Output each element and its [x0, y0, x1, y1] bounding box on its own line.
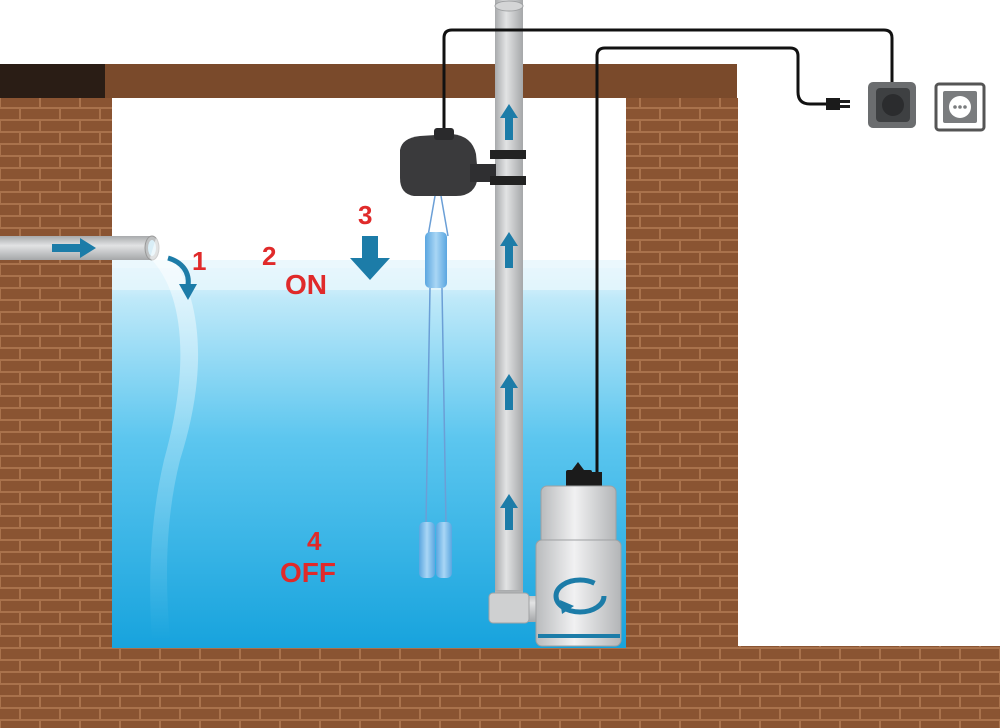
- step4-state: OFF: [280, 557, 336, 588]
- upper-float: [425, 232, 447, 288]
- inflow-stream: [150, 238, 199, 640]
- rotate-icon: [553, 577, 607, 615]
- socket-adapter: [868, 82, 916, 128]
- float-switch-controller: [400, 128, 526, 578]
- arrow-right-icon: [52, 238, 96, 258]
- right-wall: [626, 98, 738, 650]
- step2-state: ON: [285, 269, 327, 300]
- inlet-pipe: [0, 235, 160, 261]
- top-beam: [0, 64, 737, 100]
- arrow-up-icon: [500, 104, 518, 530]
- power-cables: [442, 28, 894, 482]
- submersible-pump: [535, 462, 622, 647]
- brick-walls: [0, 64, 1000, 728]
- power-plug-icon: [826, 98, 850, 110]
- wall-socket-icon: [934, 82, 986, 132]
- left-wall: [0, 98, 112, 650]
- arrow-down-icon: [350, 236, 390, 280]
- top-beam-dark-end: [0, 64, 105, 100]
- step3-number: 3: [358, 200, 372, 230]
- riser-pipe: [488, 0, 545, 624]
- curved-arrow-head: [179, 284, 197, 300]
- curved-arrow-icon: [167, 255, 191, 287]
- step1-number: 1: [192, 246, 206, 276]
- step2-number: 2: [262, 241, 276, 271]
- lower-float-right: [436, 522, 452, 578]
- step4-number: 4: [307, 526, 322, 556]
- floor: [0, 646, 1000, 728]
- lower-float-left: [419, 522, 435, 578]
